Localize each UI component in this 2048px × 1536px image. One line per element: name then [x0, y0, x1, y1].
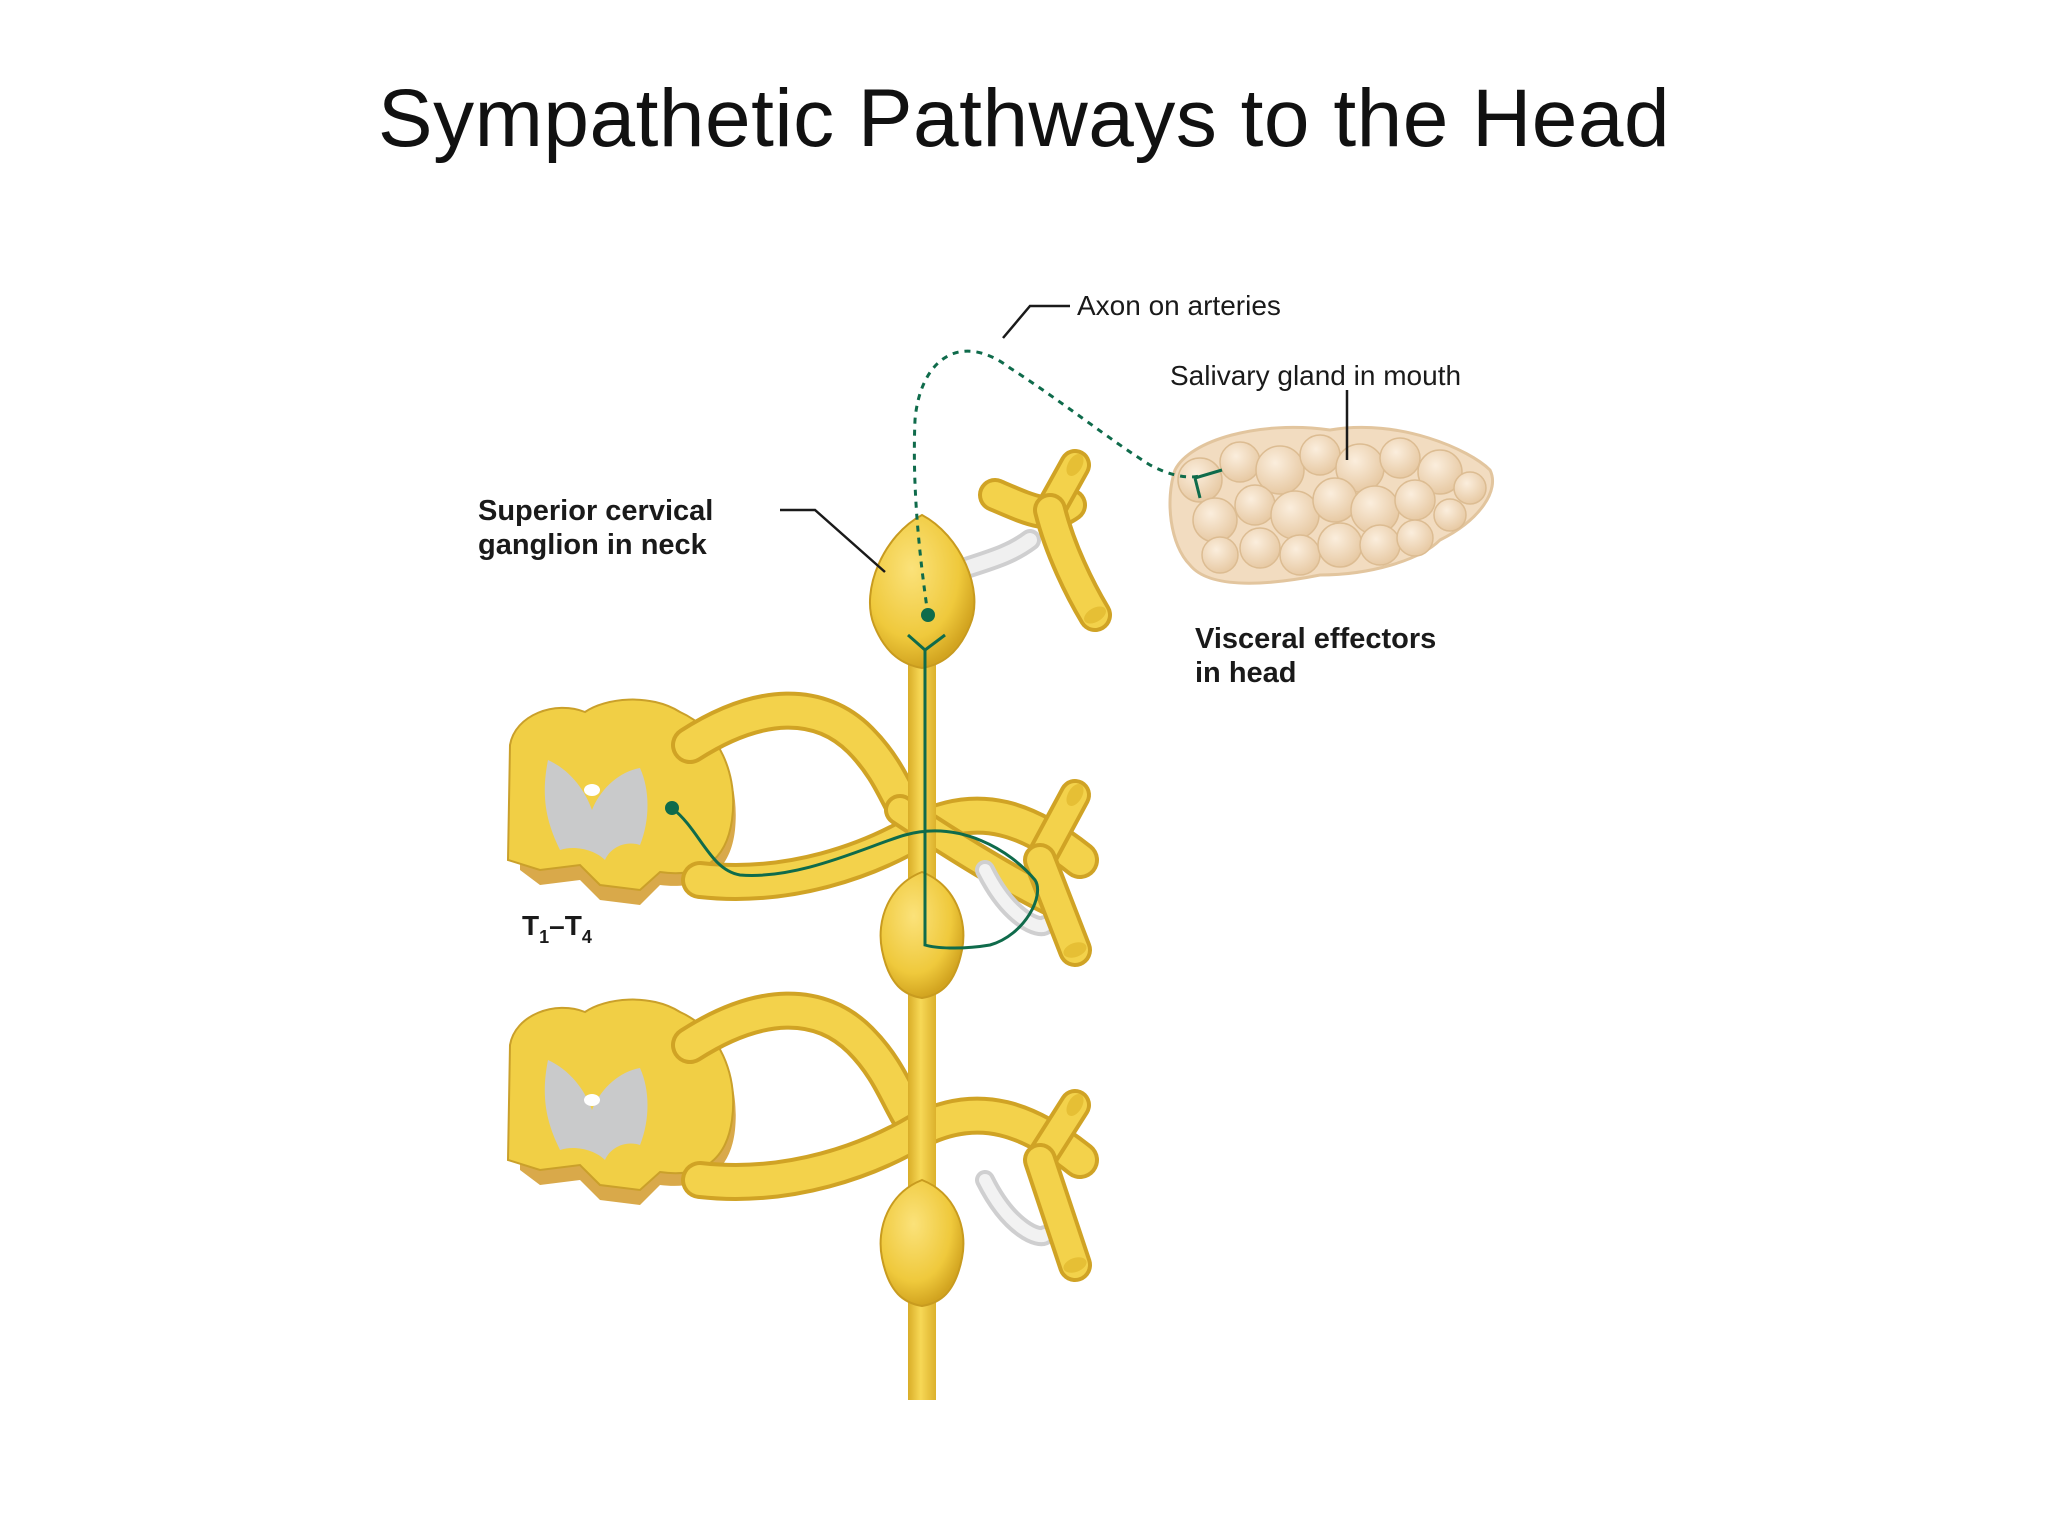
preganglionic-pathway: [665, 633, 1040, 950]
chain-ganglion-lower: [879, 1178, 965, 1308]
leader-lines: [780, 304, 1349, 573]
label-visceral-effectors-line2: in head: [1195, 657, 1297, 689]
label-axon-on-arteries: Axon on arteries: [1077, 290, 1281, 321]
label-spinal-level: T1–T4: [522, 910, 592, 947]
label-superior-cervical-line2: ganglion in neck: [478, 529, 708, 561]
chain-ganglion-middle: [879, 870, 965, 1000]
postganglionic-pathway: [912, 349, 1201, 622]
axon-terminal: [1193, 468, 1223, 499]
gland-lobules: [1177, 434, 1487, 576]
slide-title: Sympathetic Pathways to the Head: [377, 73, 1671, 164]
label-salivary-gland: Salivary gland in mouth: [1170, 360, 1461, 391]
label-visceral-effectors-line1: Visceral effectors: [1195, 623, 1436, 655]
superior-cervical-ganglion: [869, 513, 976, 670]
upper-nerve-branch: [949, 449, 1112, 632]
sympathetic-trunk: [869, 513, 976, 1400]
salivary-gland: [1168, 425, 1495, 585]
label-superior-cervical-line1: Superior cervical: [478, 495, 713, 527]
